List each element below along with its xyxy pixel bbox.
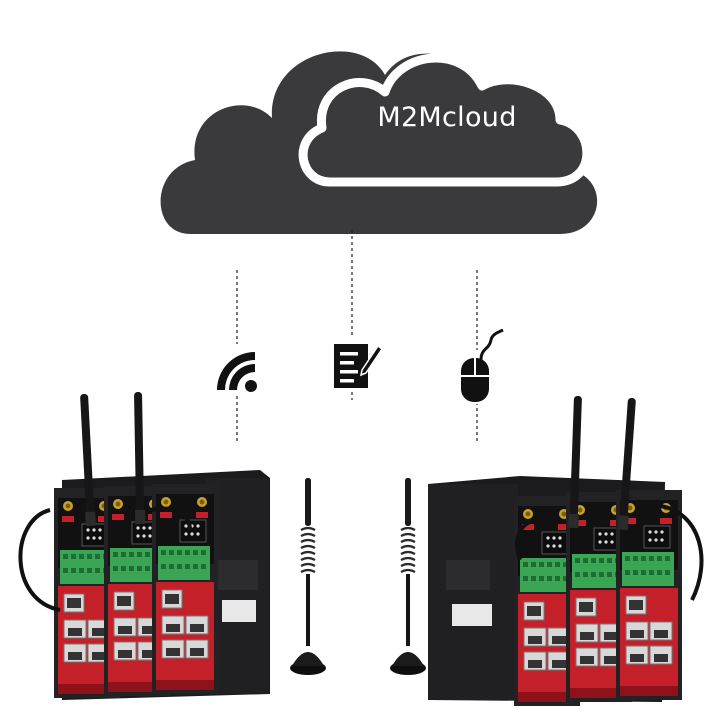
computer-mouse-icon <box>455 328 504 404</box>
magnetic-antenna-right <box>388 476 428 677</box>
cloud-shape <box>160 51 598 235</box>
cloud-label: M2Mcloud <box>377 102 517 133</box>
magnetic-antenna-left <box>288 476 328 677</box>
router-group-right <box>428 395 704 707</box>
wifi-signal-icon <box>207 344 257 396</box>
document-edit-icon <box>328 336 384 392</box>
router-group-left <box>18 391 270 700</box>
